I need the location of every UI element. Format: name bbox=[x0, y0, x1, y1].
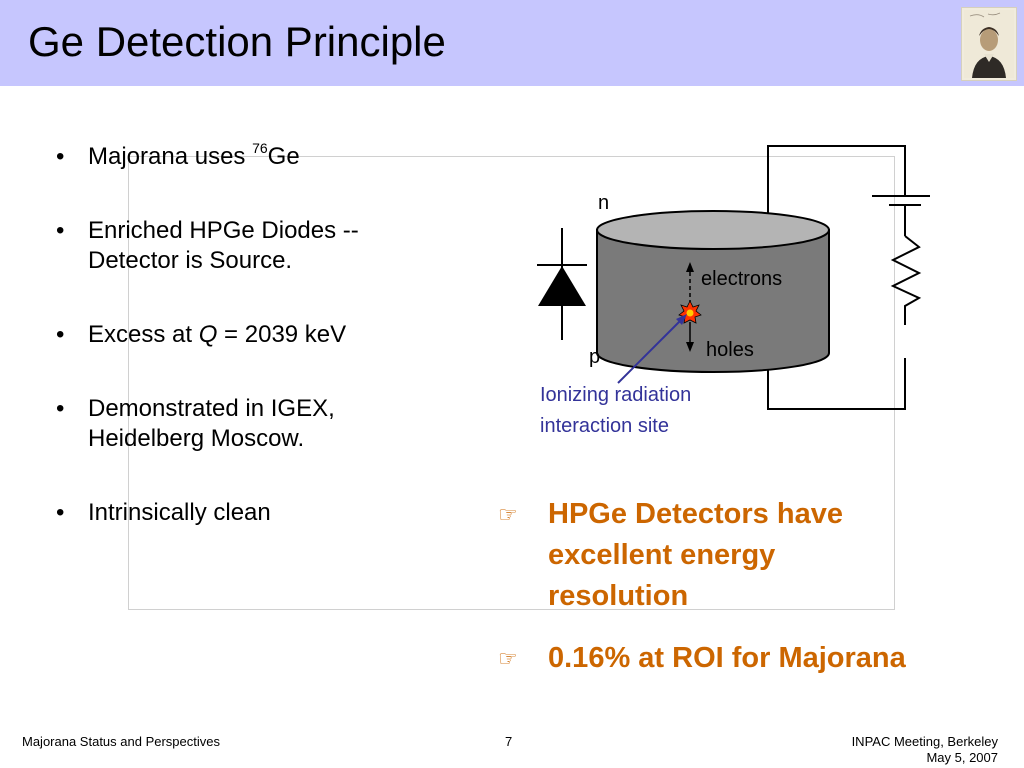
callout-item: ☞ HPGe Detectors have excellent energy r… bbox=[496, 494, 976, 617]
callout-list-2: ☞ 0.16% at ROI for Majorana bbox=[496, 638, 976, 679]
bullet-text: Heidelberg Moscow. bbox=[88, 425, 305, 452]
pointing-hand-icon: ☞ bbox=[498, 502, 518, 527]
battery-icon bbox=[872, 195, 930, 206]
bullet-item: Intrinsically clean bbox=[50, 498, 430, 528]
interaction-label-line-2: interaction site bbox=[540, 415, 669, 437]
bullet-text: Intrinsically clean bbox=[88, 499, 271, 526]
callout-item: ☞ 0.16% at ROI for Majorana bbox=[496, 638, 976, 679]
interaction-pointer bbox=[617, 314, 687, 384]
content-frame bbox=[128, 156, 895, 610]
footer-right: INPAC Meeting, Berkeley May 5, 2007 bbox=[852, 734, 998, 766]
bullet-text: Enriched HPGe Diodes -- bbox=[88, 217, 359, 244]
footer-left: Majorana Status and Perspectives bbox=[22, 734, 220, 749]
pointing-hand-icon: ☞ bbox=[498, 646, 518, 671]
bullet-item: Majorana uses 76Ge bbox=[50, 140, 430, 172]
bullet-list: Majorana uses 76Ge Enriched HPGe Diodes … bbox=[50, 140, 430, 572]
bullet-text: Excess at bbox=[88, 321, 199, 348]
portrait-image bbox=[961, 7, 1017, 81]
bullet-item: Enriched HPGe Diodes -- Detector is Sour… bbox=[50, 216, 430, 276]
drift-arrows bbox=[686, 262, 694, 352]
ge-crystal-cylinder bbox=[596, 210, 830, 373]
isotope-superscript: 76 bbox=[252, 140, 268, 156]
footer-event: INPAC Meeting, Berkeley bbox=[851, 734, 998, 749]
bullet-text: Majorana uses bbox=[88, 143, 253, 170]
circuit-wires bbox=[767, 145, 922, 410]
bullet-text: = 2039 keV bbox=[217, 321, 347, 348]
interaction-label-line-1: Ionizing radiation bbox=[540, 384, 691, 406]
footer-date: May 5, 2007 bbox=[926, 750, 998, 765]
callout-list-1: ☞ HPGe Detectors have excellent energy r… bbox=[496, 494, 976, 617]
holes-label: holes bbox=[706, 339, 754, 361]
bullet-text: Detector is Source. bbox=[88, 247, 293, 274]
interaction-burst-icon bbox=[678, 300, 702, 324]
p-label: p bbox=[589, 346, 600, 368]
title-bar: Ge Detection Principle bbox=[0, 0, 1024, 86]
callout-text: excellent energy bbox=[548, 539, 776, 571]
footer-page-number: 7 bbox=[505, 734, 513, 749]
n-label: n bbox=[598, 192, 609, 214]
callout-text: resolution bbox=[548, 580, 689, 612]
bullet-item: Demonstrated in IGEX, Heidelberg Moscow. bbox=[50, 394, 430, 454]
bullet-variable: Q bbox=[198, 321, 218, 348]
callout-text: HPGe Detectors have bbox=[548, 498, 843, 530]
diode-icon bbox=[537, 228, 587, 340]
callout-text: 0.16% at ROI for Majorana bbox=[548, 642, 906, 674]
bullet-text: Ge bbox=[267, 143, 300, 170]
bullet-text: Demonstrated in IGEX, bbox=[88, 395, 335, 422]
bullet-item: Excess at Q = 2039 keV bbox=[50, 320, 430, 350]
slide-title: Ge Detection Principle bbox=[28, 18, 446, 65]
electrons-label: electrons bbox=[701, 268, 782, 290]
